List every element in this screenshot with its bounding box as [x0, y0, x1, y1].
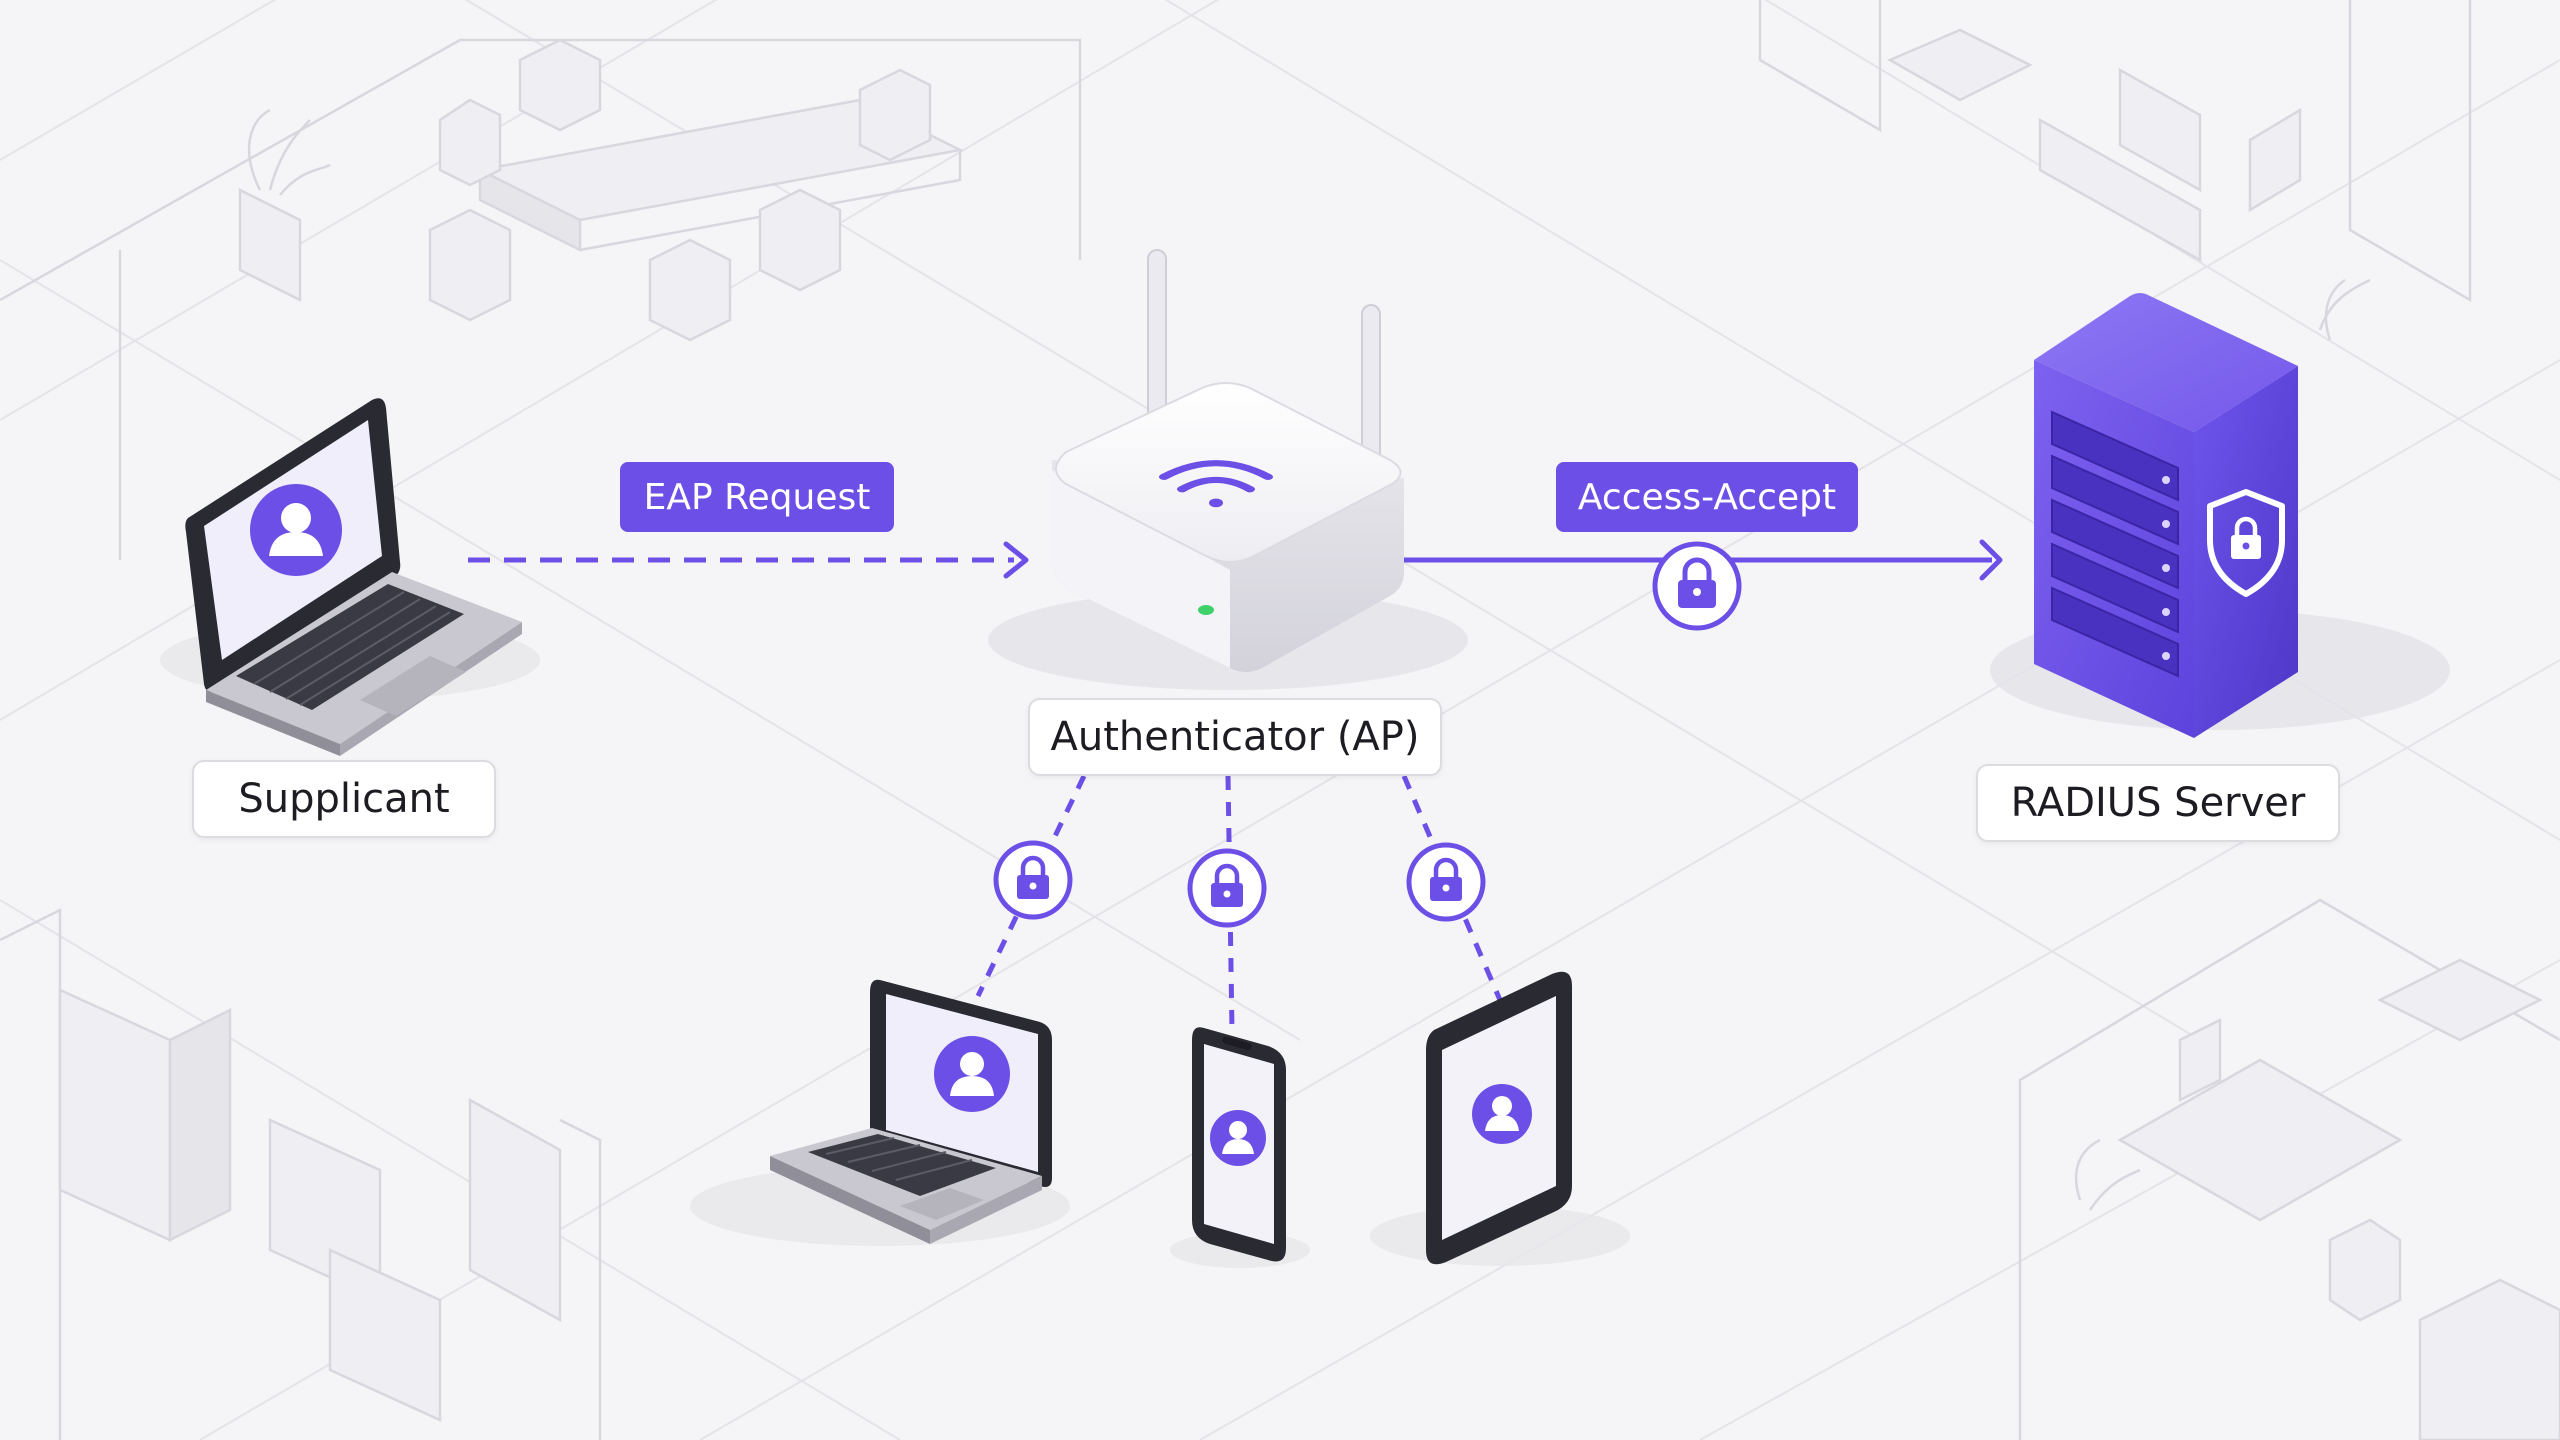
user-icon	[1472, 1084, 1532, 1144]
supplicant-laptop	[160, 398, 540, 756]
background-office-topleft	[0, 38, 1082, 560]
radius-server	[1990, 293, 2450, 738]
user-icon	[1210, 1110, 1266, 1166]
connection-supplicant-to-ap	[468, 541, 1029, 579]
lock-icon	[1187, 848, 1267, 928]
lock-icon	[1652, 541, 1742, 631]
client-phone	[1170, 1027, 1310, 1268]
label-authenticator: Authenticator (AP)	[1028, 698, 1442, 776]
message-eap-request: EAP Request	[620, 462, 894, 532]
user-icon	[250, 484, 342, 576]
lock-icon	[993, 840, 1073, 920]
background-office-bottomleft	[0, 907, 602, 1440]
background-office-bottomright	[2018, 898, 2560, 1440]
connection-ap-to-phone	[1225, 775, 1235, 1031]
label-supplicant: Supplicant	[192, 760, 496, 838]
message-access-accept: Access-Accept	[1556, 462, 1858, 532]
lock-icon	[1406, 842, 1486, 922]
wifi-icon	[1159, 460, 1273, 508]
shield-lock-icon	[2207, 489, 2285, 597]
authenticator-access-point	[988, 249, 1468, 690]
label-radius-server: RADIUS Server	[1976, 764, 2340, 842]
background-office-topright	[1758, 0, 2472, 341]
client-laptop	[690, 979, 1070, 1246]
user-icon	[934, 1036, 1010, 1112]
client-tablet	[1370, 971, 1630, 1266]
